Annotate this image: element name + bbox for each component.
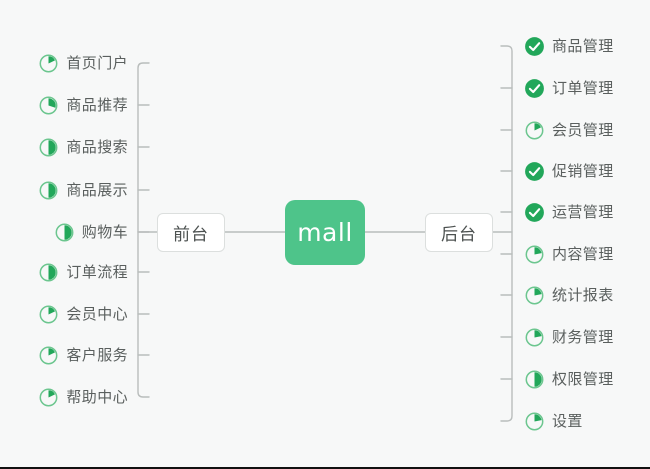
leaf-node-label: 首页门户	[66, 54, 128, 72]
leaf-node[interactable]: 会员管理	[524, 117, 614, 143]
branch-node-frontend[interactable]: 前台	[157, 213, 225, 252]
leaf-node-label: 客户服务	[66, 346, 128, 364]
root-node-label: mall	[297, 218, 353, 247]
leaf-node-label: 商品搜索	[66, 138, 128, 156]
branch-node-frontend-label: 前台	[173, 225, 209, 245]
leaf-node-label: 商品推荐	[66, 96, 128, 114]
leaf-node-label: 购物车	[81, 223, 128, 241]
pie-progress-icon	[524, 244, 545, 265]
root-node-mall[interactable]: mall	[285, 200, 365, 265]
check-circle-icon	[524, 36, 545, 57]
branch-node-backend-label: 后台	[441, 225, 477, 245]
leaf-node[interactable]: 首页门户	[38, 50, 128, 76]
pie-progress-icon	[524, 411, 545, 432]
pie-progress-icon	[38, 53, 59, 74]
leaf-node[interactable]: 商品推荐	[38, 92, 128, 118]
leaf-node[interactable]: 订单管理	[524, 75, 614, 101]
leaf-node-label: 帮助中心	[66, 388, 128, 406]
leaf-node-label: 运营管理	[552, 203, 614, 221]
leaf-node[interactable]: 商品展示	[38, 177, 128, 203]
leaf-node[interactable]: 订单流程	[38, 259, 128, 285]
leaf-node-label: 设置	[552, 412, 583, 430]
leaf-node-label: 商品管理	[552, 37, 614, 55]
pie-progress-icon	[38, 345, 59, 366]
leaf-node-label: 订单流程	[66, 263, 128, 281]
pie-progress-icon	[524, 120, 545, 141]
pie-progress-icon	[38, 304, 59, 325]
pie-progress-icon	[38, 262, 59, 283]
check-circle-icon	[524, 161, 545, 182]
leaf-node[interactable]: 财务管理	[524, 324, 614, 350]
pie-progress-icon	[524, 327, 545, 348]
leaf-node[interactable]: 统计报表	[524, 282, 614, 308]
check-circle-icon	[524, 202, 545, 223]
leaf-node-label: 商品展示	[66, 181, 128, 199]
leaf-node[interactable]: 商品管理	[524, 33, 614, 59]
leaf-node[interactable]: 权限管理	[524, 366, 614, 392]
leaf-node-label: 财务管理	[552, 328, 614, 346]
leaf-node-label: 内容管理	[552, 245, 614, 263]
leaf-node[interactable]: 会员中心	[38, 301, 128, 327]
check-circle-icon	[524, 78, 545, 99]
leaf-node-label: 统计报表	[552, 286, 614, 304]
pie-progress-icon	[38, 180, 59, 201]
leaf-node-label: 权限管理	[552, 370, 614, 388]
leaf-node[interactable]: 客户服务	[38, 342, 128, 368]
leaf-node-label: 订单管理	[552, 79, 614, 97]
branch-node-backend[interactable]: 后台	[425, 213, 493, 252]
pie-progress-icon	[38, 387, 59, 408]
leaf-node-label: 会员管理	[552, 121, 614, 139]
pie-progress-icon	[524, 369, 545, 390]
leaf-node-label: 促销管理	[552, 162, 614, 180]
leaf-node[interactable]: 商品搜索	[38, 134, 128, 160]
leaf-node[interactable]: 设置	[524, 408, 583, 434]
leaf-node[interactable]: 帮助中心	[38, 384, 128, 410]
pie-progress-icon	[38, 95, 59, 116]
leaf-node[interactable]: 购物车	[54, 219, 128, 245]
pie-progress-icon	[54, 222, 75, 243]
leaf-node[interactable]: 运营管理	[524, 199, 614, 225]
leaf-node[interactable]: 内容管理	[524, 241, 614, 267]
leaf-node-label: 会员中心	[66, 305, 128, 323]
leaf-node[interactable]: 促销管理	[524, 158, 614, 184]
pie-progress-icon	[524, 285, 545, 306]
pie-progress-icon	[38, 137, 59, 158]
